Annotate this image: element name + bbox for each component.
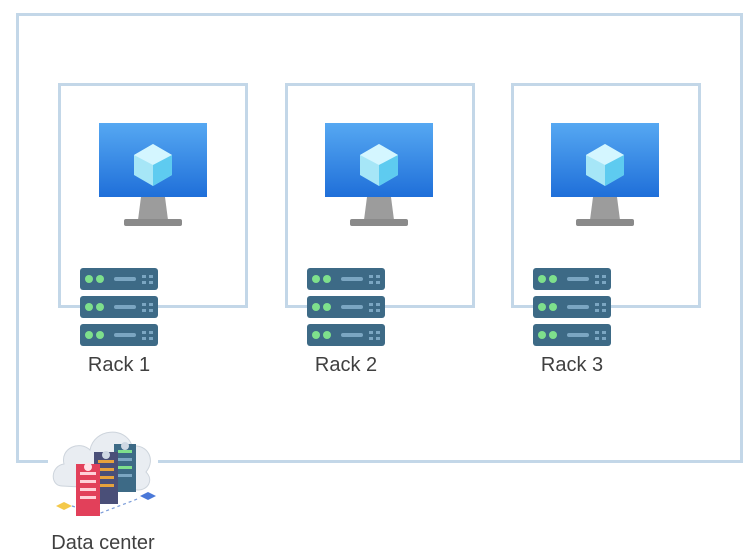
datacenter-label: Data center (51, 532, 155, 554)
virtual-machine-icon (98, 122, 208, 232)
server-rack-icon (80, 268, 158, 346)
datacenter-cloud-icon (48, 410, 158, 520)
datacenter-boundary (16, 13, 743, 463)
rack-label: Rack 1 (87, 354, 151, 376)
server-rack-icon (533, 268, 611, 346)
virtual-machine-icon (550, 122, 660, 232)
server-rack-icon (307, 268, 385, 346)
rack-label: Rack 3 (540, 354, 604, 376)
virtual-machine-icon (324, 122, 434, 232)
rack-label: Rack 2 (314, 354, 378, 376)
